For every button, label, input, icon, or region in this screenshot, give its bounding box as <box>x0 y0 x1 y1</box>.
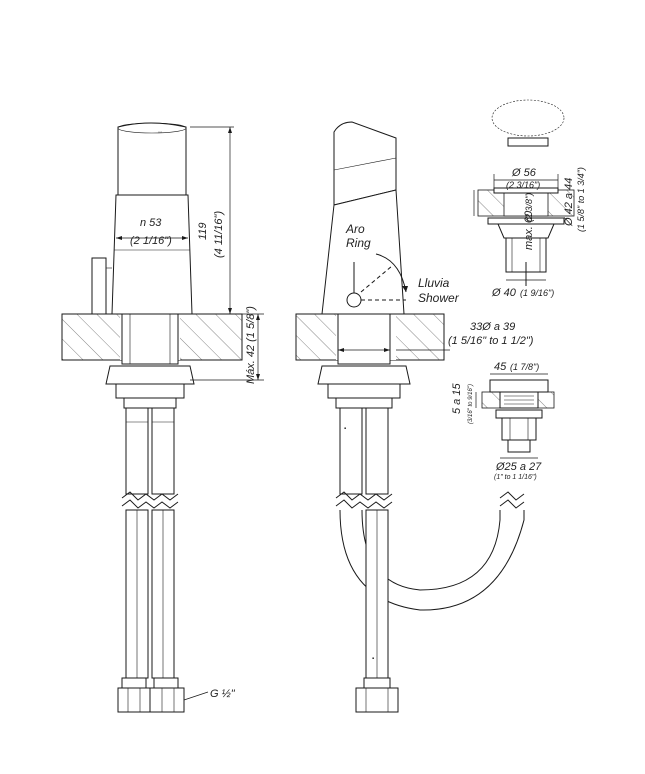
diverter-detail: 45 (1 7/8") 5 a 15 (3/16" to 9/16") Ø25 … <box>451 361 555 481</box>
drain-d42-label: Ø 42 a 44 <box>563 178 575 227</box>
drain-max60-inch-label: (2 3/8") <box>524 193 534 222</box>
drain-detail: Ø 56 (2 3/16") Ø 42 a 44 (1 5/8" to 1 3/… <box>473 99 586 299</box>
height-inch-label: (4 11/16") <box>213 211 225 258</box>
hole-range-label: 33Ø a 39 <box>470 321 515 333</box>
small-5-15-inch-label: (3/16" to 9/16") <box>468 384 474 424</box>
max-deck-label: Máx. 42 (1 5/8") <box>245 306 257 384</box>
svg-text:▪: ▪ <box>344 426 346 432</box>
height-label: 119 <box>197 222 209 240</box>
hole-range-inch-label: (1 5/16" to 1 1/2") <box>448 335 534 347</box>
shower-label-en: Shower <box>418 291 460 305</box>
small-45-inch-label: (1 7/8") <box>510 362 539 372</box>
small-d25-label: Ø25 a 27 <box>495 461 542 473</box>
thread-label: G ½" <box>210 688 236 700</box>
drain-d56-inch-label: (2 3/16") <box>506 180 540 190</box>
ring-label-es: Aro <box>345 222 365 236</box>
body-diameter-inch-label: (2 1/16") <box>130 235 172 247</box>
body-diameter-label: n 53 <box>140 217 162 229</box>
svg-text:◦◦: ◦◦ <box>158 130 162 136</box>
svg-text:▪: ▪ <box>372 656 374 662</box>
drain-d56-label: Ø 56 <box>511 167 537 179</box>
small-45-label: 45 <box>494 361 507 373</box>
drain-d42-inch-label: (1 5/8" to 1 3/4") <box>576 167 586 232</box>
shower-label-es: Lluvia <box>418 276 450 290</box>
drain-d40-label: Ø 40 <box>491 287 517 299</box>
drain-max60-label: max. 60 <box>523 210 535 250</box>
small-5-15-label: 5 a 15 <box>451 383 463 414</box>
ring-label-en: Ring <box>346 236 371 250</box>
front-view: ◦◦ G ½" <box>61 122 264 713</box>
small-d25-inch-label: (1" to 1 1/16") <box>494 474 537 481</box>
side-view: Aro Ring Lluvia Shower ▪ 33Ø a 39 (1 5/1… <box>295 121 534 713</box>
drain-d40-inch-label: (1 9/16") <box>520 288 554 298</box>
